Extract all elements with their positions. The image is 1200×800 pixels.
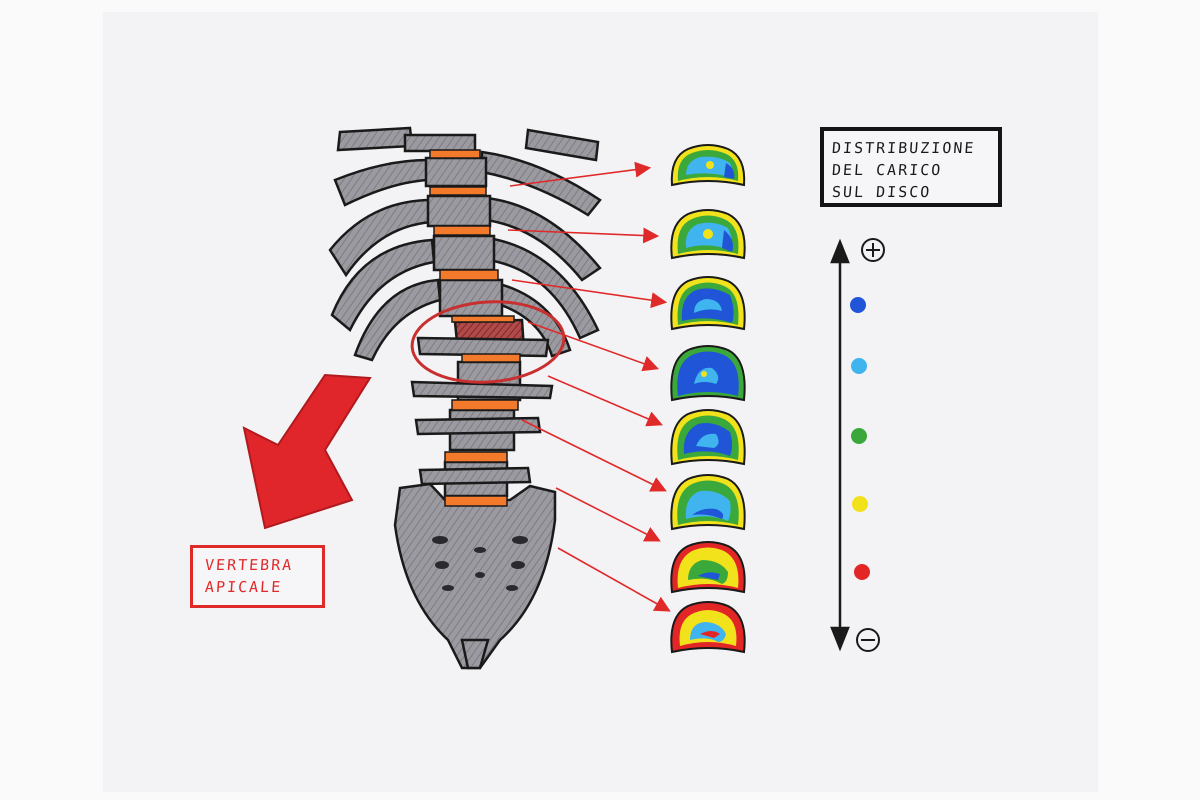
vertebra-l3-processes [414,416,542,436]
minus-symbol-icon [856,628,880,652]
disc-map-7 [670,541,746,594]
legend-lightblue-dot [851,358,867,374]
title-line-1: DISTRIBUZIONE [831,139,977,157]
apical-highlight-ellipse [410,300,566,384]
ribs [328,126,602,362]
vertebra-t4 [432,234,496,272]
disc-pressure-maps [670,144,746,654]
apical-label-line-2: APICALE [204,578,283,596]
coccyx [460,638,490,670]
connector-arrows [507,161,671,612]
rib-left-2 [333,158,430,207]
color-legend [850,297,870,580]
disc-8 [444,451,508,463]
disc-9 [444,495,508,507]
connector-3 [511,279,668,309]
disc-map-2 [670,209,746,260]
disc-map-1 [670,144,746,187]
rib-right-1 [524,128,600,162]
rib-right-5 [490,280,572,358]
intervertebral-discs [429,149,521,507]
title-line-3: SUL DISCO [831,183,932,201]
vertebra-t2 [424,156,488,188]
connector-2 [507,227,660,244]
disc-7 [451,399,519,411]
connector-5 [547,375,663,427]
vertebra-l1-processes [416,336,550,358]
scale-arrowhead-top [830,238,850,264]
disc-2 [429,186,487,196]
scale-arrowhead-bottom [830,626,850,652]
vertebra-t1 [403,133,477,153]
rib-left-5 [353,278,442,362]
rib-right-2 [480,150,602,217]
disc-map-5 [670,409,746,466]
rib-left-1 [336,126,414,152]
apical-vertebra-label-box: VERTEBRA APICALE [190,545,325,608]
legend-yellow-dot [852,496,868,512]
connector-6 [521,419,667,492]
disc-4 [439,269,499,281]
legend-green-dot [851,428,867,444]
disc-1 [429,149,481,159]
disc-map-8 [670,601,746,654]
connector-4 [527,321,660,372]
vertebra-l2-processes [410,380,554,400]
disc-6 [461,353,521,363]
connector-1 [509,161,652,187]
disc-3 [433,225,491,236]
legend-red-dot [854,564,870,580]
vertebra-t3 [426,194,492,228]
scale-symbols [856,238,885,652]
disc-5 [451,315,515,323]
connector-7 [555,487,661,542]
apical-pointer-arrow [242,373,372,530]
disc-map-6 [670,474,746,531]
plus-symbol-icon [861,238,885,262]
connector-8 [557,547,671,612]
legend-blue-dot [850,297,866,313]
vertebra-l4-processes [418,466,532,486]
load-scale [830,238,850,652]
sacrum [393,482,557,670]
rib-right-3 [484,196,602,282]
sacral-foramina [432,536,528,591]
title-line-2: DEL CARICO [831,161,943,179]
disc-map-3 [670,276,746,331]
disc-map-4 [670,345,746,402]
apical-label-line-1: VERTEBRA [204,556,294,574]
rib-right-4 [486,236,600,340]
load-distribution-title-box: DISTRIBUZIONE DEL CARICO SUL DISCO [820,127,1002,207]
